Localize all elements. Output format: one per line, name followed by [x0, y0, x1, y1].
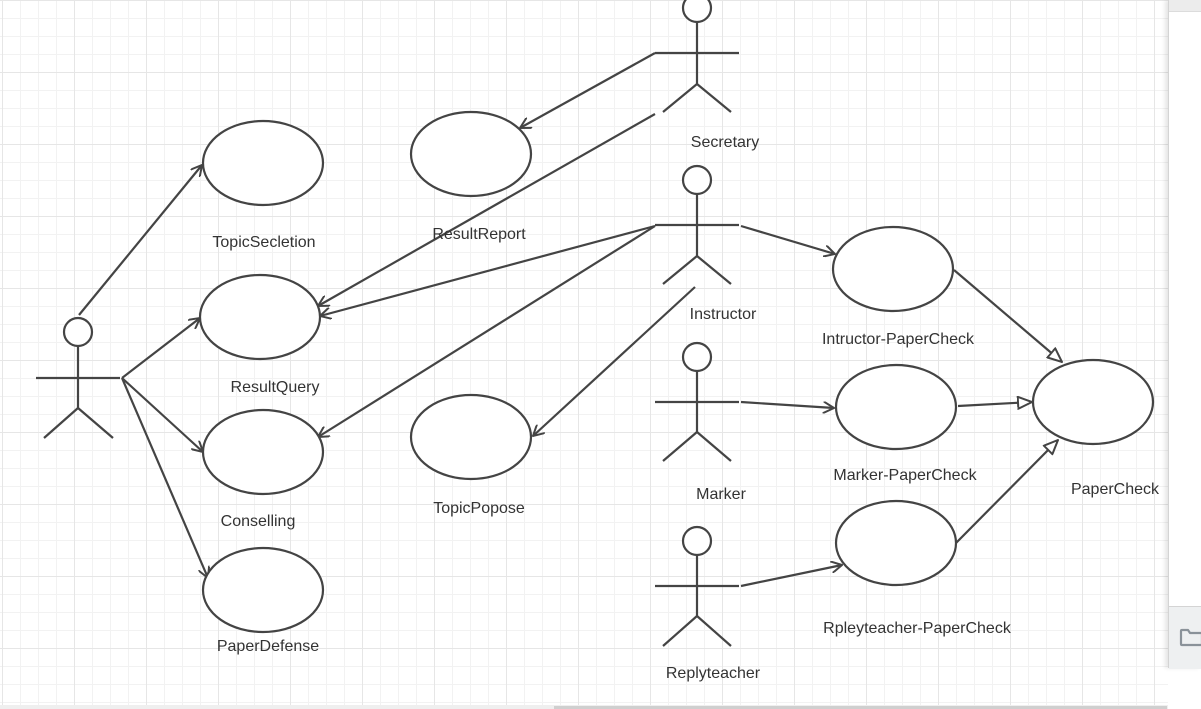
generalization-instructor-papercheck[interactable] — [953, 269, 1062, 362]
diagram-canvas[interactable]: TopicSecletion ResultReport ResultQuery … — [0, 0, 1168, 705]
use-case-result-report[interactable] — [409, 110, 533, 198]
edge-instructor-result-query[interactable] — [320, 224, 656, 316]
edge-student-paper-defense[interactable] — [120, 377, 208, 578]
edge-replyteacher-replyteacher-papercheck[interactable] — [740, 565, 842, 588]
edge-student-topic-selection[interactable] — [78, 165, 202, 316]
label-result-query: ResultQuery — [231, 379, 320, 396]
edge-instructor-conselling[interactable] — [318, 225, 656, 437]
edge-instructor-instructor-papercheck[interactable] — [740, 224, 835, 254]
use-case-replyteacher-papercheck[interactable] — [834, 499, 958, 587]
actor-replyteacher[interactable] — [655, 525, 739, 647]
use-case-instructor-papercheck[interactable] — [831, 225, 955, 313]
use-case-topic-selection[interactable] — [201, 119, 325, 207]
use-case-diagram: TopicSecletion ResultReport ResultQuery … — [36, 0, 1160, 682]
horizontal-scrollbar-thumb[interactable] — [554, 706, 1167, 709]
label-paper-defense: PaperDefense — [217, 638, 319, 655]
edge-secretary-result-report[interactable] — [520, 52, 656, 128]
actor-student[interactable] — [36, 316, 120, 439]
side-panel — [1168, 0, 1201, 669]
label-result-report: ResultReport — [432, 226, 526, 243]
use-case-result-query[interactable] — [198, 273, 322, 361]
actor-instructor[interactable] — [655, 164, 739, 285]
edge-secretary-result-query[interactable] — [318, 113, 656, 306]
label-topic-propose: TopicPopose — [433, 500, 525, 517]
actor-secretary[interactable] — [655, 0, 739, 113]
label-actor-replyteacher: Replyteacher — [666, 665, 761, 682]
use-case-conselling[interactable] — [201, 408, 325, 496]
edge-marker-marker-papercheck[interactable] — [740, 400, 834, 408]
label-actor-secretary: Secretary — [691, 134, 759, 151]
side-panel-footer — [1169, 606, 1201, 669]
label-actor-instructor: Instructor — [690, 306, 757, 323]
label-conselling: Conselling — [221, 513, 296, 530]
generalization-marker-papercheck[interactable] — [957, 402, 1032, 406]
label-papercheck: PaperCheck — [1071, 481, 1160, 498]
edge-instructor-topic-propose[interactable] — [533, 286, 696, 436]
label-actor-marker: Marker — [696, 486, 746, 503]
use-case-papercheck[interactable] — [1031, 358, 1155, 446]
edge-student-result-query[interactable] — [121, 318, 200, 379]
actor-marker[interactable] — [655, 341, 739, 462]
folder-icon[interactable] — [1179, 627, 1201, 647]
label-replyteacher-papercheck: Rpleyteacher-PaperCheck — [823, 620, 1012, 637]
use-case-paper-defense[interactable] — [201, 546, 325, 634]
label-instructor-papercheck: Intructor-PaperCheck — [822, 331, 975, 348]
side-panel-header — [1169, 0, 1201, 12]
use-case-topic-propose[interactable] — [409, 393, 533, 481]
use-case-marker-papercheck[interactable] — [834, 363, 958, 451]
generalization-replyteacher-papercheck[interactable] — [955, 440, 1058, 544]
label-topic-selection: TopicSecletion — [212, 234, 315, 251]
edge-student-conselling[interactable] — [121, 377, 203, 452]
label-marker-papercheck: Marker-PaperCheck — [833, 467, 977, 484]
